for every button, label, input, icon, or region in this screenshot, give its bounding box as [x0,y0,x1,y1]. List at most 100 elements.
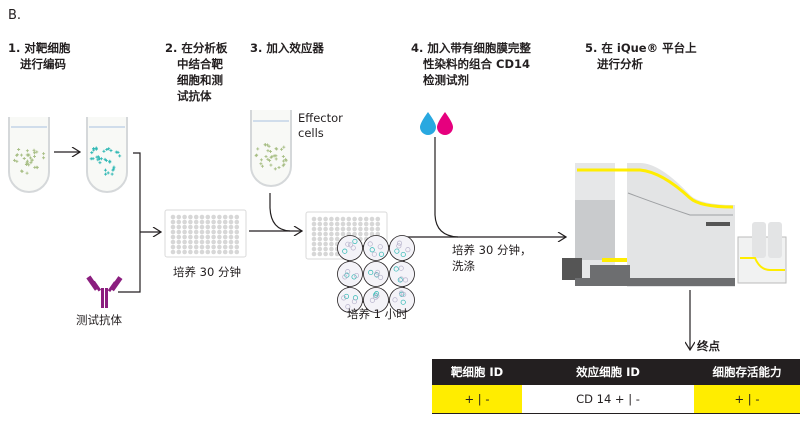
cell [377,244,383,250]
cell-dot [118,154,122,158]
cell-dot [114,150,118,154]
plate-well [170,234,176,240]
plate-well [199,239,205,245]
cell [352,238,358,244]
cell [350,245,356,251]
plate-well [334,231,340,237]
plate-well [217,219,222,225]
plate-well [234,224,240,230]
cell-dot [32,148,36,152]
well-circle [337,235,363,261]
panel-label: B. [8,8,22,23]
plate-well [358,221,363,227]
plate-well [329,221,334,227]
plate-well [222,249,228,255]
plate-well [234,249,240,255]
plate-well [222,219,228,225]
plate-well [211,234,216,240]
assay-plate-1 [164,209,247,258]
plate-well [170,239,176,245]
plate-well [182,229,187,235]
plate-well [323,236,328,242]
plate-well [334,236,340,242]
plate-well [346,226,352,232]
plate-well [199,249,205,255]
well-circle [337,261,363,287]
cell [369,297,375,303]
cell-effector-id: CD 14 + | - [522,385,694,414]
plate-well [375,221,381,227]
cell-dot [29,161,33,165]
plate-well [199,244,205,250]
cell-dot [274,157,278,161]
plate-well [170,229,176,235]
cell-dot [272,154,276,158]
plate-well [334,216,340,222]
plate-well [329,216,334,222]
plate-well [188,224,193,230]
plate-well [311,226,317,232]
plate-well [188,239,193,245]
cell-dot [269,163,273,167]
cell-dot [35,165,39,169]
plate-well [182,224,187,230]
cell-dot [284,157,288,161]
plate-well [205,239,211,245]
plate-well [334,221,340,227]
plate-well [199,214,205,220]
cell-dot [30,158,34,162]
plate-well [211,244,216,250]
plate-well [193,249,199,255]
plate-well [222,244,228,250]
cell [374,272,380,278]
plate-well [176,244,182,250]
plate-well [352,231,357,237]
effector-cells-label: Effector cells [298,111,343,140]
cell [342,248,348,254]
plate-well [211,229,216,235]
cell-dot [109,149,113,153]
cell-dot [25,149,29,153]
cell-dot [267,144,271,148]
plate-well [323,226,328,232]
test-antibody-label: 测试抗体 [76,313,122,327]
plate-well [182,249,187,255]
cell-dot [102,149,106,153]
cell [368,269,374,276]
cell-dot [96,158,100,162]
cell [401,291,407,297]
cell-dot [17,148,21,152]
plate-well [176,214,182,220]
plate-well [375,226,381,232]
plate-well [323,241,328,247]
cell-dot [103,168,107,172]
plate-well [329,246,334,252]
header-viability: 细胞存活能力 [694,359,800,385]
cell [378,274,384,280]
plate-well [205,229,211,235]
plate-well [340,226,346,232]
plate-well [188,229,193,235]
reagent-join-line [434,137,459,238]
cell-dot [20,169,24,173]
plate-well [369,216,375,222]
plate-well [170,214,176,220]
cell-dot [29,156,33,160]
plate-well [182,219,187,225]
plate-well [323,221,328,227]
plate-well [329,226,334,232]
cell [405,247,411,253]
plate-well [228,244,234,250]
cell-dot [24,163,28,167]
cell [373,294,379,300]
cell-dot [259,158,263,162]
encoded-cells-tube [86,117,128,193]
plate-well [358,231,363,237]
plate-well [228,219,234,225]
cell [396,243,402,249]
plate-well [205,244,211,250]
well-circle [337,287,363,313]
plate-well [222,229,228,235]
cell-dot [33,151,37,155]
plate-well [363,226,369,232]
